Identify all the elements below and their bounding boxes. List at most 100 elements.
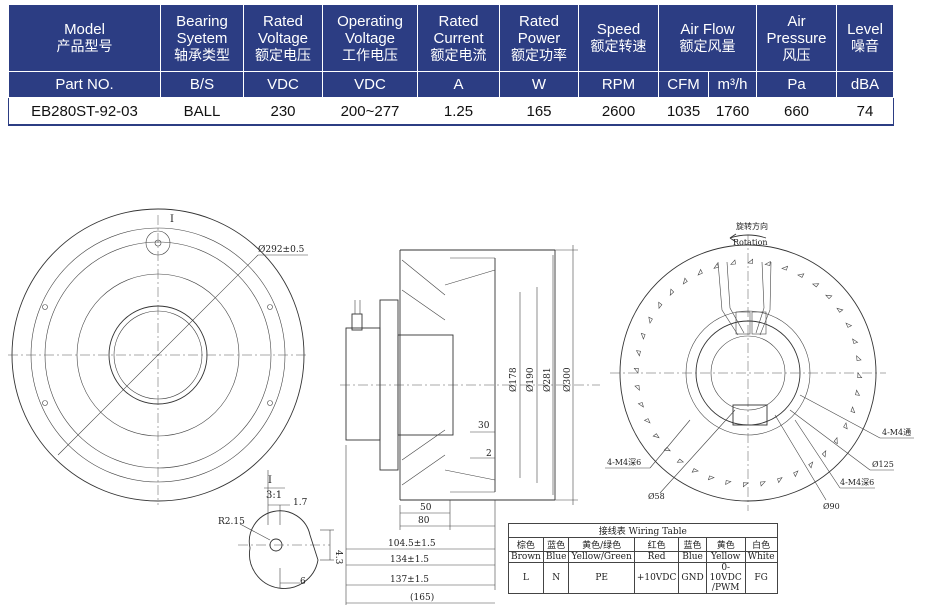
fan-blade (781, 265, 789, 271)
side-dim-300: Ø300 (562, 367, 573, 392)
data-cell: 1035 (658, 97, 709, 126)
fan-blade (676, 458, 685, 463)
wiring-cell: GND (678, 562, 707, 594)
fan-blade (637, 402, 644, 408)
wiring-table-title: 接线表 Wiring Table (508, 523, 778, 538)
rear-label-m4-depth-right: 4-M4深6 (840, 478, 874, 487)
rear-label-58: Ø58 (648, 492, 665, 501)
side-dim-137: 137±1.5 (390, 575, 429, 585)
rear-view: 旋转方向 Rotation 4-M4通 Ø125 4-M4深6 4-M4深6 Ø… (605, 221, 914, 511)
data-cell: 200~277 (322, 97, 418, 126)
data-cell: 1760 (708, 97, 757, 126)
fan-blade (669, 288, 675, 296)
data-cell: EB280ST-92-03 (8, 97, 161, 126)
fan-blade (634, 385, 640, 391)
wiring-cell: 黄色 (705, 537, 746, 552)
fan-blade (743, 482, 749, 488)
fan-blade (652, 433, 660, 439)
unit-cell: Part NO. (8, 71, 161, 98)
unit-cell: A (417, 71, 500, 98)
fan-blade (811, 283, 820, 288)
side-dim-134: 134±1.5 (390, 555, 429, 565)
side-dim-30: 30 (478, 421, 490, 431)
wiring-table: 接线表 Wiring Table 棕色 蓝色 黄色/绿色 红色 蓝色 黄色 白色… (508, 523, 778, 594)
fan-blade (633, 368, 639, 374)
side-dim-104: 104.5±1.5 (388, 539, 436, 549)
side-dim-281: Ø281 (542, 367, 553, 392)
wiring-cell: Yellow/Green (568, 551, 635, 563)
fan-blade (764, 260, 771, 266)
fan-blade (725, 480, 732, 486)
detail-dim-2: 4.3 (333, 550, 343, 565)
wiring-cell: PE (568, 562, 635, 594)
rear-label-125: Ø125 (872, 460, 894, 469)
wiring-cell: 白色 (744, 537, 778, 552)
wiring-function-row: L N PE +10VDC GND 0-10VDC /PWM FG (508, 562, 778, 594)
detail-dim-3: 6 (300, 577, 306, 587)
spec-data-row: EB280ST-92-03 BALL 230 200~277 1.25 165 … (8, 97, 894, 126)
fan-blade (855, 389, 861, 396)
data-cell: 2600 (578, 97, 659, 126)
side-dim-50: 50 (420, 503, 432, 513)
detail-marker: I (170, 214, 174, 225)
side-dim-178: Ø178 (508, 367, 519, 392)
rotation-cn: 旋转方向 (736, 221, 768, 231)
detail-radius: R2.15 (218, 517, 245, 527)
data-cell: 660 (756, 97, 837, 126)
wiring-cell: White (744, 551, 778, 563)
fan-blade (658, 301, 663, 310)
front-view: Ø292±0.5 I (8, 208, 308, 505)
wiring-cell: 0-10VDC /PWM (705, 562, 746, 594)
data-cell: BALL (160, 97, 244, 126)
wiring-cell: L (508, 562, 544, 594)
fan-blade (713, 262, 719, 269)
wiring-cell: 蓝色 (542, 537, 570, 552)
fan-blade (648, 316, 653, 324)
unit-cell: dBA (836, 71, 894, 98)
unit-cell: Pa (756, 71, 837, 98)
data-cell: 1.25 (417, 97, 500, 126)
wiring-cell: 棕色 (508, 537, 544, 552)
fan-blade (760, 481, 766, 487)
rear-fan-blades (633, 258, 863, 488)
fan-blade (845, 322, 853, 328)
wiring-cell: 红色 (633, 537, 680, 552)
unit-cell: RPM (578, 71, 659, 98)
detail-scale: 3:1 (266, 490, 282, 501)
wiring-cell: +10VDC (633, 562, 680, 594)
fan-blade (857, 372, 863, 378)
wiring-cell: Red (633, 551, 680, 563)
fan-blade (640, 332, 646, 340)
fan-blade (730, 259, 736, 265)
fan-blade (852, 338, 859, 344)
rear-label-m4-through: 4-M4通 (882, 427, 911, 437)
fan-blade (635, 350, 641, 357)
wiring-cell: 黄色/绿色 (568, 537, 635, 552)
fan-blade (808, 461, 814, 469)
fan-blade (663, 446, 671, 452)
wiring-cell: Yellow (705, 551, 746, 563)
fan-blade (777, 477, 783, 484)
side-dim-165: (165) (410, 592, 434, 603)
fan-blade (691, 468, 699, 473)
fan-blade (697, 268, 703, 276)
wiring-cell: Blue (678, 551, 707, 563)
rear-label-90: Ø90 (823, 502, 840, 511)
wiring-cell: Blue (542, 551, 570, 563)
fan-blade (707, 475, 715, 481)
detail-view: I 3:1 1.7 R2.15 4.3 6 (218, 470, 343, 589)
fan-blade (843, 422, 848, 430)
fan-blade (643, 418, 651, 424)
front-diameter-label: Ø292±0.5 (258, 244, 305, 255)
side-dim-190: Ø190 (525, 367, 536, 392)
fan-blade (836, 307, 844, 313)
fan-blade (833, 436, 838, 445)
